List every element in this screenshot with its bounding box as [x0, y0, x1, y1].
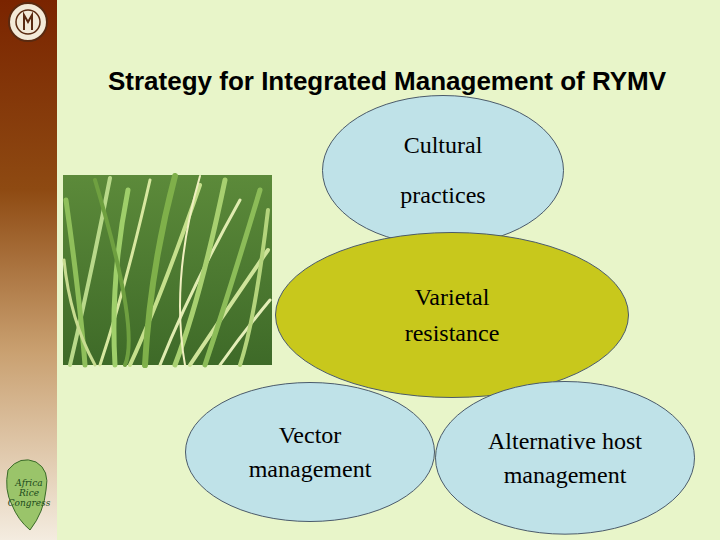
- core-ellipse: Varietal resistance: [275, 232, 629, 398]
- rice-photo: [63, 175, 272, 365]
- slide-title: Strategy for Integrated Management of RY…: [108, 60, 708, 102]
- ellipse-outline: [275, 232, 629, 398]
- node-label: Varietal resistance: [372, 279, 532, 351]
- warda-logo: [9, 3, 47, 41]
- node-label: Cultural practices: [383, 120, 503, 220]
- practice-ellipse: Alternative host management: [435, 381, 695, 535]
- practice-ellipse: Cultural practices: [322, 95, 564, 246]
- practice-ellipse: Vector management: [185, 382, 435, 522]
- node-label: Vector management: [225, 418, 395, 486]
- node-label: Alternative host management: [460, 424, 670, 492]
- logo-text: Africa Rice Congress: [6, 478, 52, 508]
- side-bar: [0, 0, 57, 540]
- ellipse-outline: [322, 95, 564, 246]
- ellipse-outline: [185, 382, 435, 522]
- ellipse-outline: [435, 381, 695, 535]
